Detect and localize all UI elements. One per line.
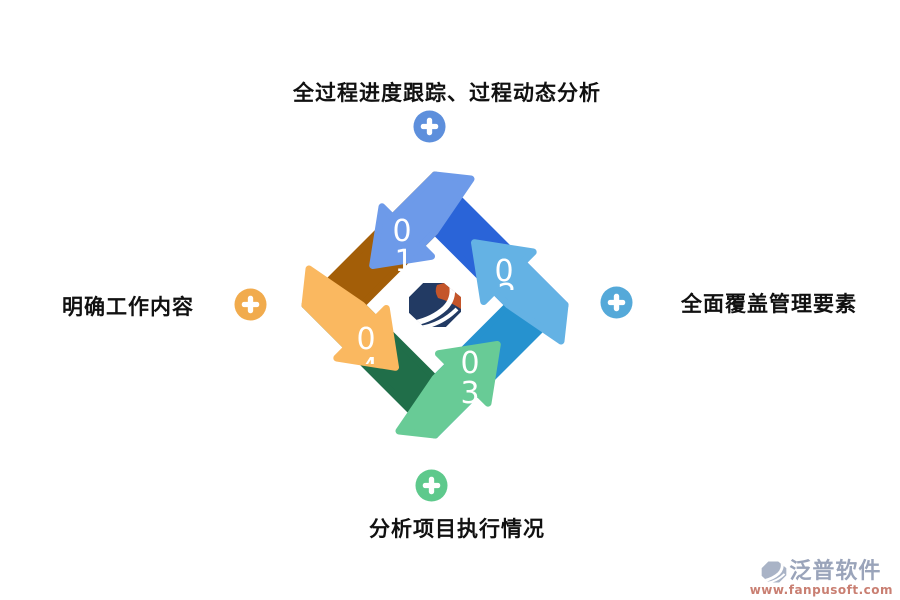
label-bottom: 分析项目执行情况 — [369, 517, 545, 541]
ribbon-03-arrow — [395, 341, 501, 439]
label-top: 全过程进度跟踪、过程动态分析 — [293, 81, 601, 105]
ribbon-01-arrow — [369, 171, 475, 269]
logo-swoosh-1 — [414, 285, 456, 326]
step-03-digit-0: 0 — [460, 346, 479, 381]
step-02-digit-0: 0 — [494, 254, 513, 289]
watermark-swoosh-1 — [764, 562, 785, 583]
label-left: 明确工作内容 — [62, 295, 194, 319]
plus-bar-v — [247, 295, 254, 314]
watermark-brand: 泛普软件 — [789, 559, 882, 584]
label-right: 全面覆盖管理要素 — [681, 292, 857, 316]
step-01-digit-0: 0 — [392, 214, 411, 249]
plus-icon-right — [600, 286, 633, 319]
watermark-url: www.fanpusoft.com — [749, 583, 893, 597]
center-logo — [409, 283, 461, 327]
plus-bar-v — [428, 476, 435, 495]
plus-icon-left — [234, 288, 267, 321]
step-04-digit-1: 4 — [359, 352, 378, 387]
watermark-logo-icon — [761, 561, 787, 583]
logo-hexagon — [409, 283, 461, 327]
plus-icon-bottom — [415, 469, 448, 502]
step-03-digit-1: 3 — [460, 376, 479, 411]
watermark-hexagon — [761, 561, 787, 583]
ribbon-light-halves — [301, 171, 569, 439]
watermark: 泛普软件 www.fanpusoft.com — [749, 559, 893, 597]
ribbon-02-arrow — [471, 239, 569, 345]
plus-bar-v — [426, 117, 433, 136]
step-04-digit-0: 0 — [356, 322, 375, 357]
cycle-diagram: 0 1 0 2 0 3 0 4 — [301, 171, 569, 439]
plus-bar-v — [613, 293, 620, 312]
step-numbers: 0 1 0 2 0 3 0 4 — [356, 214, 516, 411]
step-02-digit-1: 2 — [497, 278, 516, 313]
plus-icon-top — [413, 110, 446, 143]
step-01-digit-1: 1 — [394, 244, 413, 279]
ribbon-04-arrow — [301, 265, 399, 371]
logo-orange-lobe — [435, 283, 461, 309]
watermark-swoosh-2 — [766, 573, 786, 583]
logo-swoosh-2 — [418, 307, 459, 327]
